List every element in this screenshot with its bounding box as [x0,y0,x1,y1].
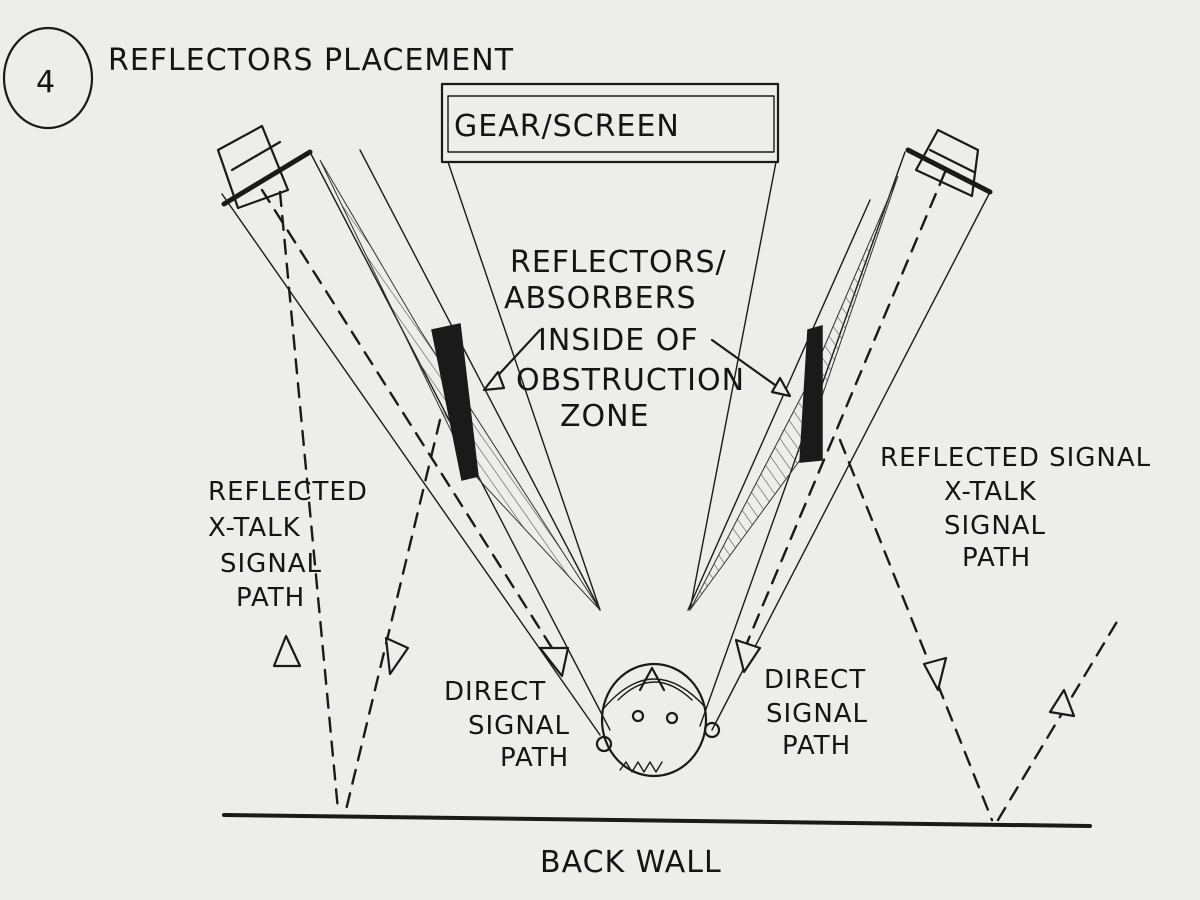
step-number: 4 [36,65,56,100]
center-note-line-3: INSIDE OF [538,323,699,358]
right-dispersion-lines [687,151,991,731]
left-ear-mic [595,735,613,753]
left-direct-arrow [538,646,570,678]
left-xtalk-from-reflector [344,418,442,812]
back-wall-label: BACK WALL [540,845,722,880]
right-reflected-line-4: PATH [962,543,1031,573]
back-wall-line [222,813,1092,828]
left-direct-label: DIRECT SIGNAL PATH [444,677,570,773]
left-reflected-line-1: REFLECTED [208,477,368,507]
right-speaker [905,128,993,198]
right-direct-line-3: PATH [782,731,851,761]
right-direct-path-line [742,170,947,652]
left-speaker [216,124,313,210]
step-circle [2,26,94,130]
gear-screen-inner [447,95,775,153]
screen-view-line-left [447,161,601,611]
note-arrow-right [770,376,792,398]
left-reflected-label: REFLECTED X-TALK SIGNAL PATH [208,477,368,613]
left-reflected-line-3: SIGNAL [220,549,322,579]
right-obstruction-zone [689,175,899,611]
right-reflected-line-2: X-TALK [944,477,1037,507]
left-direct-line-2: SIGNAL [468,711,570,741]
right-xtalk-to-wall [838,438,994,822]
left-xtalk-arrow-up [272,634,302,668]
right-ear-mic [703,721,721,739]
center-note-line-2: ABSORBERS [504,281,697,316]
right-xtalk-arrow-up [1048,688,1076,718]
right-direct-line-2: SIGNAL [766,699,868,729]
diagram-title: REFLECTORS PLACEMENT [108,43,514,78]
gear-screen-label: GEAR/SCREEN [454,109,680,144]
left-reflector-panel [431,323,479,481]
left-reflected-line-4: PATH [236,583,305,613]
listener-head [600,662,708,778]
right-direct-line-1: DIRECT [764,665,866,695]
note-pointer-right [710,338,784,392]
left-obstruction-zone [319,159,601,611]
left-direct-line-1: DIRECT [444,677,546,707]
left-xtalk-from-speaker [278,190,340,812]
left-direct-line-3: PATH [500,743,569,773]
right-reflected-label: REFLECTED SIGNAL X-TALK SIGNAL PATH [880,443,1151,573]
right-reflected-line-3: SIGNAL [944,511,1046,541]
screen-view-line-right [689,161,777,611]
center-note-line-1: REFLECTORS/ [510,245,727,280]
gear-screen-box [440,82,780,164]
right-reflected-line-1: REFLECTED SIGNAL [880,443,1151,473]
right-reflector-panel [799,325,823,463]
center-note: REFLECTORS/ ABSORBERS INSIDE OF OBSTRUCT… [504,245,745,434]
left-reflected-line-2: X-TALK [208,513,301,543]
right-direct-arrow [734,638,762,674]
left-direct-path-line [260,188,554,650]
note-arrow-left [482,370,506,392]
right-direct-label: DIRECT SIGNAL PATH [764,665,868,761]
left-xtalk-arrow-down [384,636,410,676]
center-note-line-5: ZONE [560,399,650,434]
center-note-line-4: OBSTRUCTION [516,363,745,398]
right-xtalk-arrow-down [922,656,948,692]
right-xtalk-from-wall [996,618,1120,822]
